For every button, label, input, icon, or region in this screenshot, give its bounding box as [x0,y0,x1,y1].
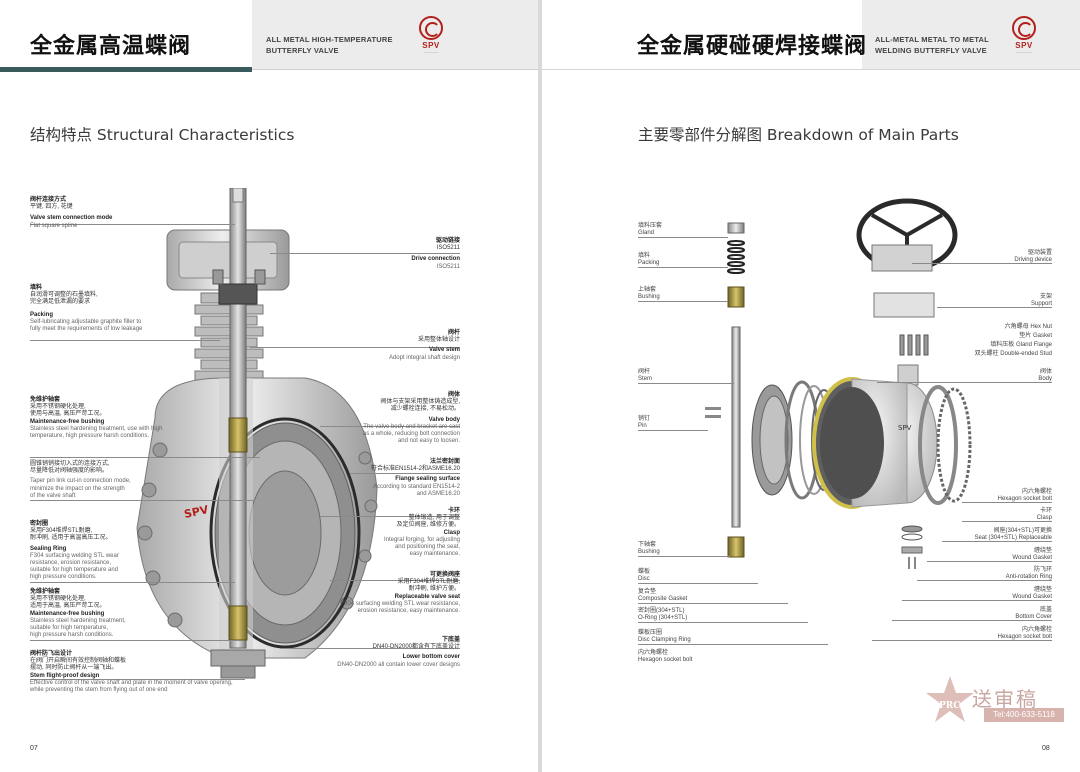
section-title: 结构特点 Structural Characteristics [30,126,295,144]
watermark-phone: Tel:400-633-5118 [984,708,1064,722]
callout-bushing-lower: 免维护轴套 采用不锈钢硬化处理, 适用于高温, 高压严苛工况。 Maintena… [30,589,126,639]
star-seal-icon: PRC [926,676,974,722]
spv-logo: SPV ————— [414,16,448,66]
callout-valve-body: 阀体 阀体与支架采用整体铸造成型, 减少螺栓连接, 不易松动。 Valve bo… [362,392,460,445]
page-number: 08 [1042,745,1050,752]
part-gasket: 垫片 Gasket [1019,333,1052,339]
svg-text:PRC: PRC [939,701,960,711]
logo-mark-icon [1012,16,1036,40]
callout-replaceable-seat: 可更换阀座 采用F304堆焊STL耐磨, 耐冲刷, 维护方便。 Replacea… [340,572,460,615]
callout-valve-stem: 阀杆 采用整体轴设计 Valve stem Adopt integral sha… [388,330,460,361]
header-accent-bar [0,67,252,72]
callout-stem-flight-proof: 阀杆防飞出设计 在阀门开启瞬间有效控制阀轴和蝶板 摆动, 同时防止阀杆从一端飞出… [30,651,233,694]
callout-bottom-cover: 下底盖 DN40-DN2000都含有下底盖设计 Lower bottom cov… [337,637,460,668]
left-page: 全金属高温蝶阀 ALL METAL HIGH-TEMPERATURE BUTTE… [0,0,538,772]
callout-bushing-upper: 免维护轴套 采用不锈钢硬化处理, 使用与高温, 高压严苛工况。 Maintena… [30,397,163,440]
watermark-text: 送审稿 [972,687,1038,711]
callout-stem-connection: 阀杆连接方式 平键, 四方, 花键 Valve stem connection … [30,197,113,229]
svg-text:SPV: SPV [183,503,210,521]
right-page: 全金属硬碰硬焊接蝶阀 ALL-METAL METAL TO METAL WELD… [542,0,1080,772]
part-o-ring: 密封圈(304+STL)O-Ring (304+STL) [638,608,688,621]
part-double-ended-stud: 双头螺柱 Double-ended Stud [974,351,1052,357]
callout-drive-connection: 驱动链接 ISO5211 Drive connection ISO5211 [411,238,460,270]
right-page-subtitle: ALL-METAL METAL TO METAL WELDING BUTTERF… [875,35,989,55]
part-gland-flange: 填料压板 Gland Flange [990,342,1052,348]
left-page-subtitle: ALL METAL HIGH-TEMPERATURE BUTTERFLY VAL… [266,35,393,55]
right-page-title: 全金属硬碰硬焊接蝶阀 [637,34,868,59]
callout-clasp: 卡环 整体锻造, 用于调整 及定位阀座, 维修方便。 Clasp Integra… [383,508,460,558]
right-header [542,0,1080,70]
spv-logo: SPV ————— [1007,16,1041,66]
left-page-title: 全金属高温蝶阀 [30,34,192,59]
valve-cutaway-illustration: SPV [136,188,378,679]
section-title: 主要零部件分解图 Breakdown of Main Parts [638,126,959,144]
part-hex-nut: 六角螺母 Hex Nut [1004,324,1052,330]
logo-mark-icon [419,16,443,40]
callout-taper-pin: 圆锥销销接切入式的连接方式, 尽量降低对阀轴强度的影响。 Taper pin l… [30,461,131,499]
left-header [0,0,538,72]
exploded-view-illustration: SPV [705,198,972,569]
callout-flange-sealing: 法兰密封面 符合标准EN1514-2和ASME16.20 Flange seal… [370,459,460,497]
callout-sealing-ring: 密封圈 采用F304堆焊STL耐磨, 耐冲刷, 适用于高温高压工况。 Seali… [30,521,119,581]
callout-packing: 填料 自润滑可调整的石墨填料, 完全满足低泄漏的要求 Packing Self-… [30,285,143,333]
svg-text:SPV: SPV [898,424,912,432]
page-number: 07 [30,745,38,752]
